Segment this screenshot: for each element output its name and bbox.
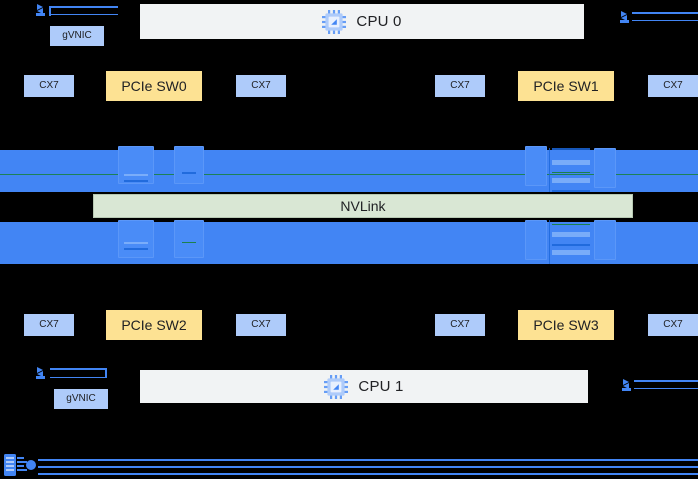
network-switch-icon bbox=[2, 452, 36, 478]
nvlink-bar[interactable]: NVLink bbox=[93, 194, 633, 218]
gvnic-box-bottom[interactable]: gVNIC bbox=[54, 389, 108, 409]
hbm-rule bbox=[552, 148, 590, 150]
hbm-rule bbox=[552, 172, 590, 173]
gpu-block bbox=[594, 148, 616, 188]
cpu0-bar[interactable]: CPU 0 bbox=[140, 4, 584, 39]
cpu-chip-icon bbox=[322, 9, 347, 34]
link-gvnic-bottom-left-drop bbox=[105, 368, 107, 378]
pcie-sw3-label: PCIe SW3 bbox=[533, 316, 599, 333]
link-top-right-a bbox=[632, 12, 698, 14]
pcie-sw3-box[interactable]: PCIe SW3 bbox=[518, 310, 614, 340]
hbm-rule bbox=[552, 224, 590, 225]
gpu-block bbox=[174, 220, 204, 258]
pcie-sw1-label: PCIe SW1 bbox=[533, 77, 599, 94]
nic-port-icon-bottom-right bbox=[622, 378, 638, 393]
cx7-box-top-3[interactable]: CX7 bbox=[648, 75, 698, 97]
cpu1-label: CPU 1 bbox=[358, 377, 404, 395]
pcie-sw0-label: PCIe SW0 bbox=[121, 77, 187, 94]
gpu-band-lower bbox=[0, 220, 698, 264]
hbm-rule bbox=[552, 244, 590, 246]
cx7-box-bottom-2[interactable]: CX7 bbox=[435, 314, 485, 336]
cx7-label: CX7 bbox=[39, 80, 59, 92]
gpu-block-rule bbox=[124, 180, 148, 182]
gpu-block-rule bbox=[124, 242, 148, 244]
hbm-rule bbox=[552, 160, 590, 165]
cx7-label: CX7 bbox=[450, 319, 470, 331]
nic-port-icon-top-right bbox=[620, 10, 636, 25]
pcie-sw2-label: PCIe SW2 bbox=[121, 316, 187, 333]
cx7-box-top-1[interactable]: CX7 bbox=[236, 75, 286, 97]
gpu-block-rule bbox=[124, 174, 148, 176]
pcie-sw1-box[interactable]: PCIe SW1 bbox=[518, 71, 614, 101]
nvlink-label: NVLink bbox=[340, 197, 386, 214]
cx7-box-top-0[interactable]: CX7 bbox=[24, 75, 74, 97]
gpu-block bbox=[525, 220, 547, 260]
cx7-box-bottom-1[interactable]: CX7 bbox=[236, 314, 286, 336]
gpu-block-rule bbox=[182, 242, 196, 243]
cx7-box-bottom-3[interactable]: CX7 bbox=[648, 314, 698, 336]
hbm-rule bbox=[552, 178, 590, 183]
gpu-block bbox=[525, 146, 547, 186]
link-gvnic-top-left-b bbox=[50, 14, 118, 15]
gpu-block-divider bbox=[549, 148, 550, 192]
link-top-right-b bbox=[632, 20, 698, 21]
gvnic-label-top: gVNIC bbox=[62, 30, 92, 42]
cx7-label: CX7 bbox=[663, 80, 683, 92]
hbm-rule bbox=[552, 232, 590, 237]
cx7-box-bottom-0[interactable]: CX7 bbox=[24, 314, 74, 336]
link-gvnic-top-left-a bbox=[50, 6, 118, 8]
gvnic-box-top[interactable]: gVNIC bbox=[50, 26, 104, 46]
gpu-block-rule bbox=[124, 248, 148, 250]
link-bottom-right-a bbox=[634, 380, 698, 382]
gpu-block bbox=[118, 220, 154, 258]
gpu-band-upper bbox=[0, 146, 698, 192]
network-bus-line-c bbox=[38, 473, 698, 475]
gpu-block-rule bbox=[182, 172, 196, 174]
gpu-block bbox=[118, 146, 154, 184]
gpu-band-upper-link-line bbox=[0, 174, 698, 175]
link-gvnic-top-left-drop bbox=[49, 6, 51, 16]
nic-port-icon-bottom-left bbox=[36, 366, 52, 381]
link-bottom-right-b bbox=[634, 388, 698, 389]
cx7-label: CX7 bbox=[450, 80, 470, 92]
hbm-rule bbox=[552, 250, 590, 255]
cx7-label: CX7 bbox=[251, 80, 271, 92]
link-gvnic-bottom-left-b bbox=[50, 377, 106, 378]
cpu-chip-icon bbox=[324, 374, 349, 399]
network-bus-line-a bbox=[38, 459, 698, 461]
cx7-label: CX7 bbox=[663, 319, 683, 331]
pcie-sw0-box[interactable]: PCIe SW0 bbox=[106, 71, 202, 101]
network-bus-line-b bbox=[38, 466, 698, 468]
gpu-block bbox=[594, 220, 616, 260]
cx7-label: CX7 bbox=[39, 319, 59, 331]
pcie-sw2-box[interactable]: PCIe SW2 bbox=[106, 310, 202, 340]
nic-port-icon bbox=[36, 3, 52, 18]
gpu-block-divider bbox=[549, 220, 550, 264]
cpu0-label: CPU 0 bbox=[356, 12, 402, 30]
cx7-box-top-2[interactable]: CX7 bbox=[435, 75, 485, 97]
hbm-rule bbox=[552, 190, 590, 192]
cx7-label: CX7 bbox=[251, 319, 271, 331]
link-gvnic-bottom-left-a bbox=[50, 368, 106, 370]
gpu-block bbox=[174, 146, 204, 184]
cpu1-bar[interactable]: CPU 1 bbox=[140, 370, 588, 403]
gvnic-label-bottom: gVNIC bbox=[66, 393, 96, 405]
